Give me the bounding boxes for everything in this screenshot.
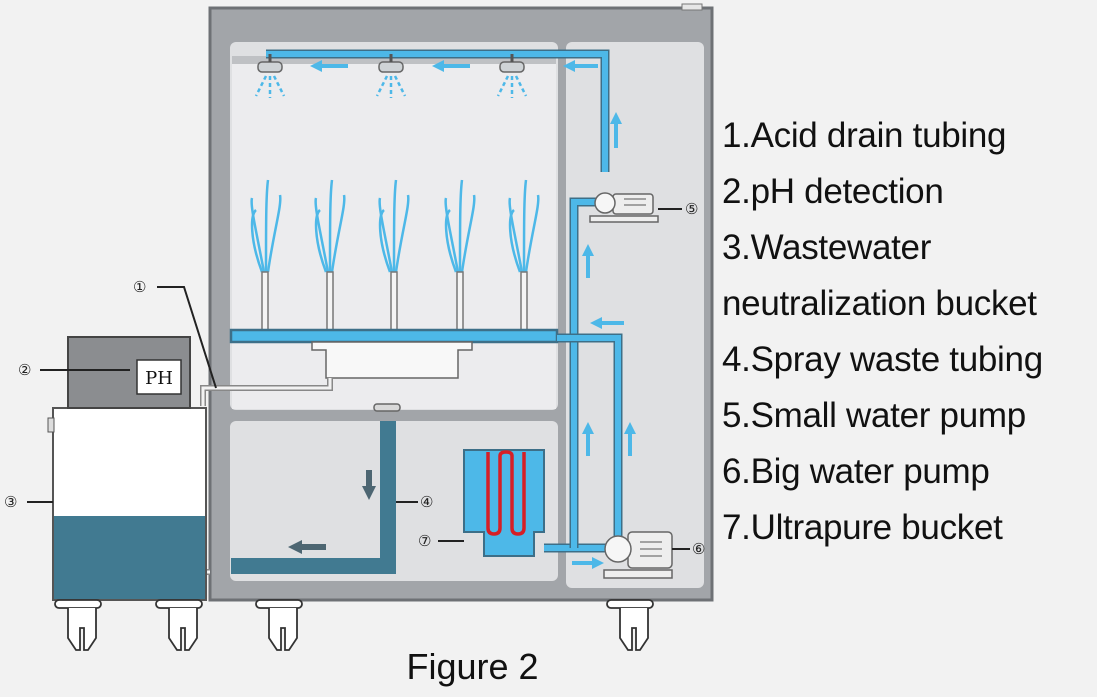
legend-item-neutralization-bucket: neutralization bucket — [722, 284, 1037, 323]
big-water-pump — [603, 531, 673, 579]
spray-waste-tubing — [231, 421, 396, 574]
spray-chamber-ceiling — [232, 56, 556, 64]
callout-3: ③ — [4, 493, 17, 511]
fountain-sprays — [250, 179, 540, 273]
nozzle-3 — [496, 54, 528, 98]
callouts: ① ② ③ ④ ⑤ ⑥ ⑦ — [4, 200, 705, 558]
ultrapure-bucket — [463, 449, 545, 557]
legend-item-wastewater: 3.Wastewater — [722, 228, 932, 267]
legend-item-ph-detection: 2.pH detection — [722, 172, 944, 211]
callout-lines — [27, 208, 690, 550]
callout-7: ⑦ — [418, 532, 431, 550]
sample-tray — [229, 328, 559, 344]
neutralization-bucket — [47, 407, 207, 601]
casters — [54, 599, 654, 651]
circulation-pipes — [544, 197, 623, 553]
callout-5: ⑤ — [685, 200, 698, 218]
drain-slot — [373, 403, 401, 412]
tray-basin — [311, 341, 473, 379]
ph-label: PH — [145, 368, 173, 389]
callout-2: ② — [18, 361, 31, 379]
waste-flow-arrows — [288, 470, 376, 554]
callout-1: ① — [133, 278, 146, 296]
flow-arrows-right — [572, 244, 636, 569]
callout-6: ⑥ — [692, 540, 705, 558]
legend: 1.Acid drain tubing 2.pH detection 3.Was… — [722, 108, 1094, 556]
ph-detection-box: PH — [67, 336, 191, 409]
cabinet-top-knob — [681, 3, 703, 11]
small-water-pump — [589, 192, 659, 223]
pump-column — [566, 42, 704, 588]
callout-4: ④ — [420, 493, 433, 511]
legend-item-acid-drain: 1.Acid drain tubing — [722, 116, 1007, 155]
figure-caption: Figure 2 — [406, 646, 539, 687]
flow-arrows-top — [310, 60, 622, 148]
nozzle-2 — [375, 54, 407, 98]
legend-item-spray-waste: 4.Spray waste tubing — [722, 340, 1043, 379]
heater-coil — [486, 450, 526, 536]
legend-item-ultrapure-bucket: 7.Ultrapure bucket — [722, 508, 1003, 547]
nozzle-1 — [254, 54, 286, 98]
legend-item-small-pump: 5.Small water pump — [722, 396, 1026, 435]
legend-item-big-pump: 6.Big water pump — [722, 452, 990, 491]
